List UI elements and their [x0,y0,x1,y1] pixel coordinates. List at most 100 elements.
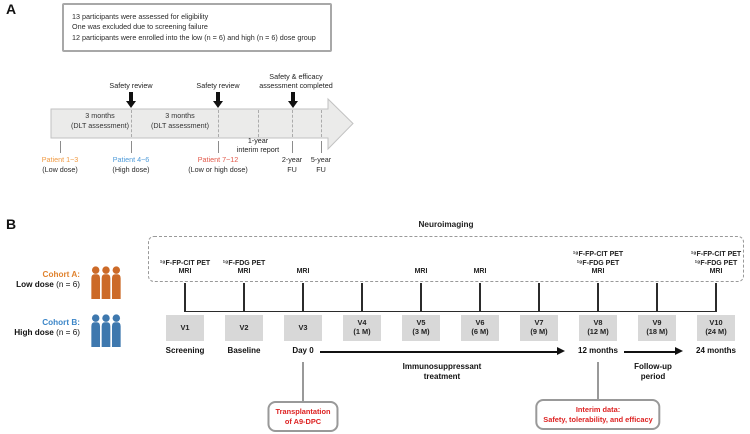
visit-id: V3 [298,322,308,332]
callout-connector [301,362,305,402]
visit-connector-line [656,283,658,312]
visit-box: V10(24 M) [697,315,735,341]
down-arrow-icon [291,92,295,101]
visit-id: V4 [357,318,367,328]
people-icon [91,266,121,299]
eligibility-line: 12 participants were enrolled into the l… [72,32,316,42]
phase-arrow-head [556,347,565,356]
panel-b-label: B [6,216,17,232]
down-arrow-icon [213,101,223,108]
visit-id: V2 [239,322,249,332]
visit-id: V7 [534,318,544,328]
safety-review-label: Safety review [196,81,240,91]
interim-report-label: 1-year interim report [236,136,280,154]
timeline-dashed-divider [321,110,322,137]
safety-review-label: Safety review [109,81,153,91]
visit-month: (18 M) [646,327,668,336]
imaging-label: MRI [178,268,192,276]
visit-month: (1 M) [353,327,371,336]
visit-id: V6 [475,318,485,328]
cohort-dose: High dose (n = 6) [14,327,80,337]
patient-group-title: Patient 7~12 [197,155,239,164]
callout-box: Transplantation of A9-DPC [267,401,339,433]
imaging-label: MRI [709,268,723,276]
imaging-label: ¹⁸F-FDG PET [694,259,738,267]
patient-group-subtitle: (High dose) [112,164,150,174]
visit-phase-label: Day 0 [292,346,314,355]
visit-month: (24 M) [705,327,727,336]
cohort-name: Cohort B: [42,318,80,327]
visit-connector-line [597,283,599,312]
imaging-label-block: MRI [415,239,428,277]
visit-id: V5 [416,318,426,328]
imaging-label: ¹⁸F-FP-CIT PET [572,251,624,259]
phase-label: Follow-up period [634,362,672,381]
phase-arrow-head [674,347,683,356]
phase-arrow [320,350,557,353]
people-icon [90,266,122,304]
callout-connector [596,362,600,400]
imaging-label-block: MRI [474,239,487,277]
imaging-label: ¹⁸F-FDG PET [576,259,620,267]
timeline-dashed-divider [292,110,293,137]
patient-group-subtitle: FU [287,164,297,174]
visit-id: V1 [180,322,190,332]
cohort-label: Cohort B:High dose (n = 6) [14,318,80,338]
patient-group-title: Patient 1~3 [41,155,79,164]
visit-month: (9 M) [530,327,548,336]
visit-id: V8 [593,318,603,328]
visit-connector-line [184,283,186,312]
imaging-label: MRI [473,268,487,276]
eligibility-box: 13 participants were assessed for eligib… [62,3,332,52]
eligibility-line: One was excluded due to screening failur… [72,22,208,32]
visit-connector-line [420,283,422,312]
patient-group-title: Patient 4~6 [112,155,150,164]
timeline-tick [218,141,219,153]
imaging-label: ¹⁸F-FP-CIT PET [159,259,211,267]
visit-box: V6(6 M) [461,315,499,341]
visit-connector-line [243,283,245,312]
eligibility-line: 13 participants were assessed for eligib… [72,12,209,22]
timeline-dashed-divider [218,110,219,137]
visit-phase-label: 12 months [577,346,619,355]
visit-id: V10 [709,318,723,328]
cohort-label: Cohort A:Low dose (n = 6) [16,270,80,290]
imaging-label: MRI [414,268,428,276]
neuroimaging-box [148,236,744,282]
patient-group-title: 5-year [310,155,332,164]
neuroimaging-title: Neuroimaging [418,220,474,229]
imaging-label-block: MRI [297,239,310,277]
visit-box: V5(3 M) [402,315,440,341]
visit-month: (6 M) [471,327,489,336]
visit-box: V9(18 M) [638,315,676,341]
visit-box: V3 [284,315,322,341]
cohort-name: Cohort A: [42,270,80,279]
down-arrow-icon [288,101,298,108]
down-arrow-icon [216,92,220,101]
timeline-tick [292,141,293,153]
visit-connector-line [715,283,717,312]
imaging-label: ¹⁸F-FP-CIT PET [690,251,742,259]
patient-group-title: 2-year [281,155,303,164]
patient-group-subtitle: (Low dose) [42,164,78,174]
visit-box: V2 [225,315,263,341]
visit-phase-label: Screening [165,346,205,355]
imaging-label: ¹⁸F-FDG PET [222,259,266,267]
phase-label: Immunosuppressant treatment [402,362,482,381]
people-icon [91,314,121,347]
timeline-dashed-divider [131,110,132,137]
visit-box: V1 [166,315,204,341]
visit-box: V4(1 M) [343,315,381,341]
cohort-dose: Low dose (n = 6) [16,279,80,289]
imaging-label: MRI [296,268,310,276]
down-arrow-icon [129,92,133,101]
imaging-label: MRI [237,268,251,276]
dlt-segment-label: 3 months (DLT assessment) [150,111,210,131]
visit-month: (12 M) [587,327,609,336]
visit-connector-line [479,283,481,312]
